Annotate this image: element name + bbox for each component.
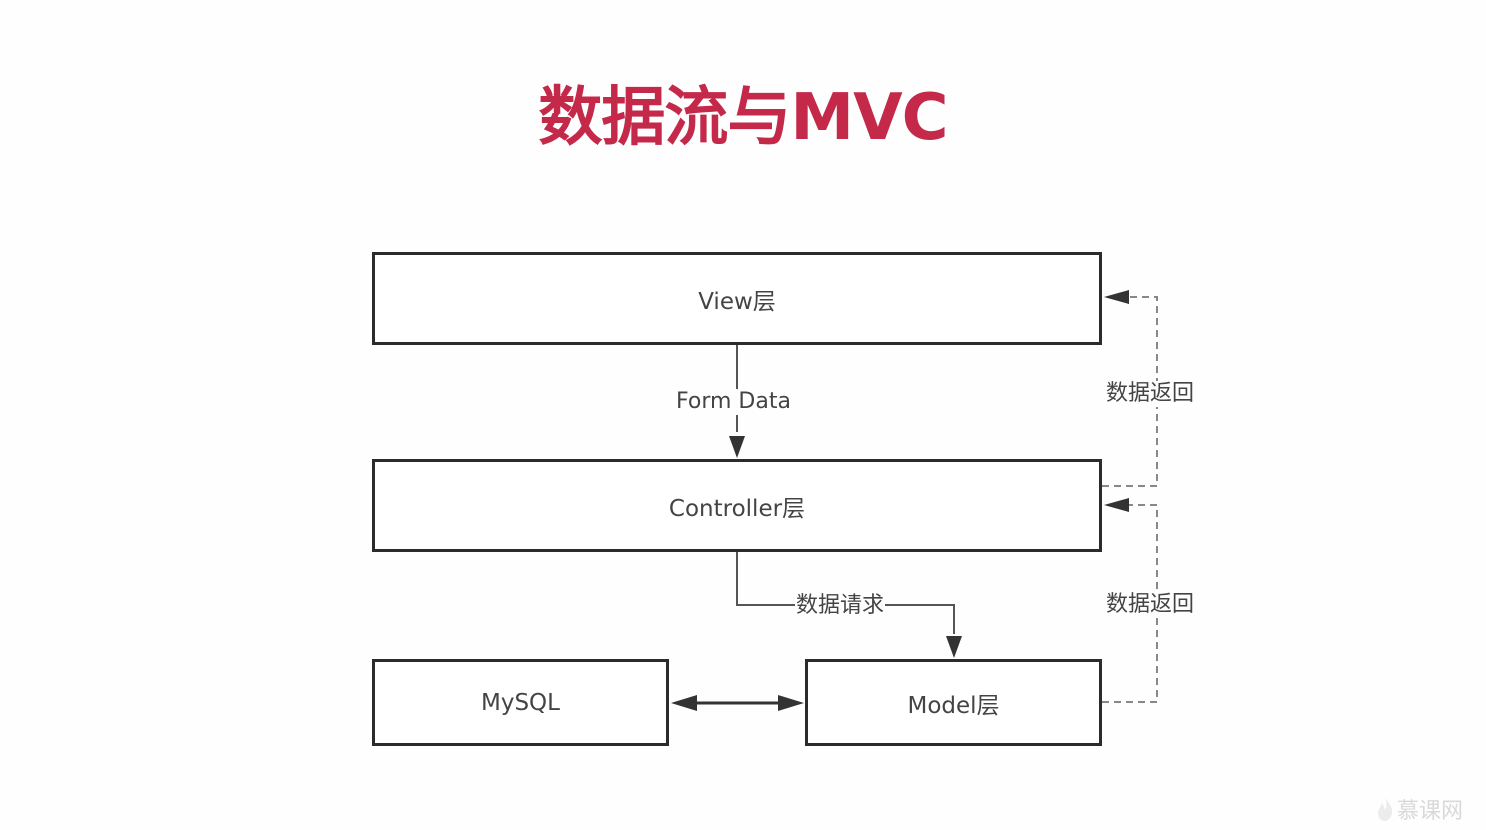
- flame-icon: [1378, 797, 1393, 821]
- model-layer-node: Model层: [805, 659, 1102, 746]
- controller-layer-label: Controller层: [668, 495, 806, 522]
- edge-return-to-controller: [1102, 498, 1158, 703]
- controller-layer-node: Controller层: [372, 459, 1102, 552]
- watermark-text: 慕课网: [1397, 799, 1464, 824]
- form-data-label: Form Data: [674, 389, 793, 415]
- view-layer-label: View层: [698, 288, 776, 315]
- page-title: 数据流与MVC: [538, 81, 948, 155]
- data-request-label: 数据请求: [795, 593, 886, 619]
- data-return-controller-label: 数据返回: [1106, 592, 1195, 618]
- model-layer-label: Model层: [907, 692, 1000, 719]
- data-return-view-label: 数据返回: [1106, 381, 1195, 407]
- edge-form-data: [729, 345, 745, 458]
- edge-mysql-model: [671, 695, 804, 711]
- mysql-node: MySQL: [372, 659, 669, 746]
- watermark-logo: 慕课网: [1376, 793, 1463, 825]
- mysql-label: MySQL: [481, 689, 560, 716]
- view-layer-node: View层: [372, 252, 1102, 345]
